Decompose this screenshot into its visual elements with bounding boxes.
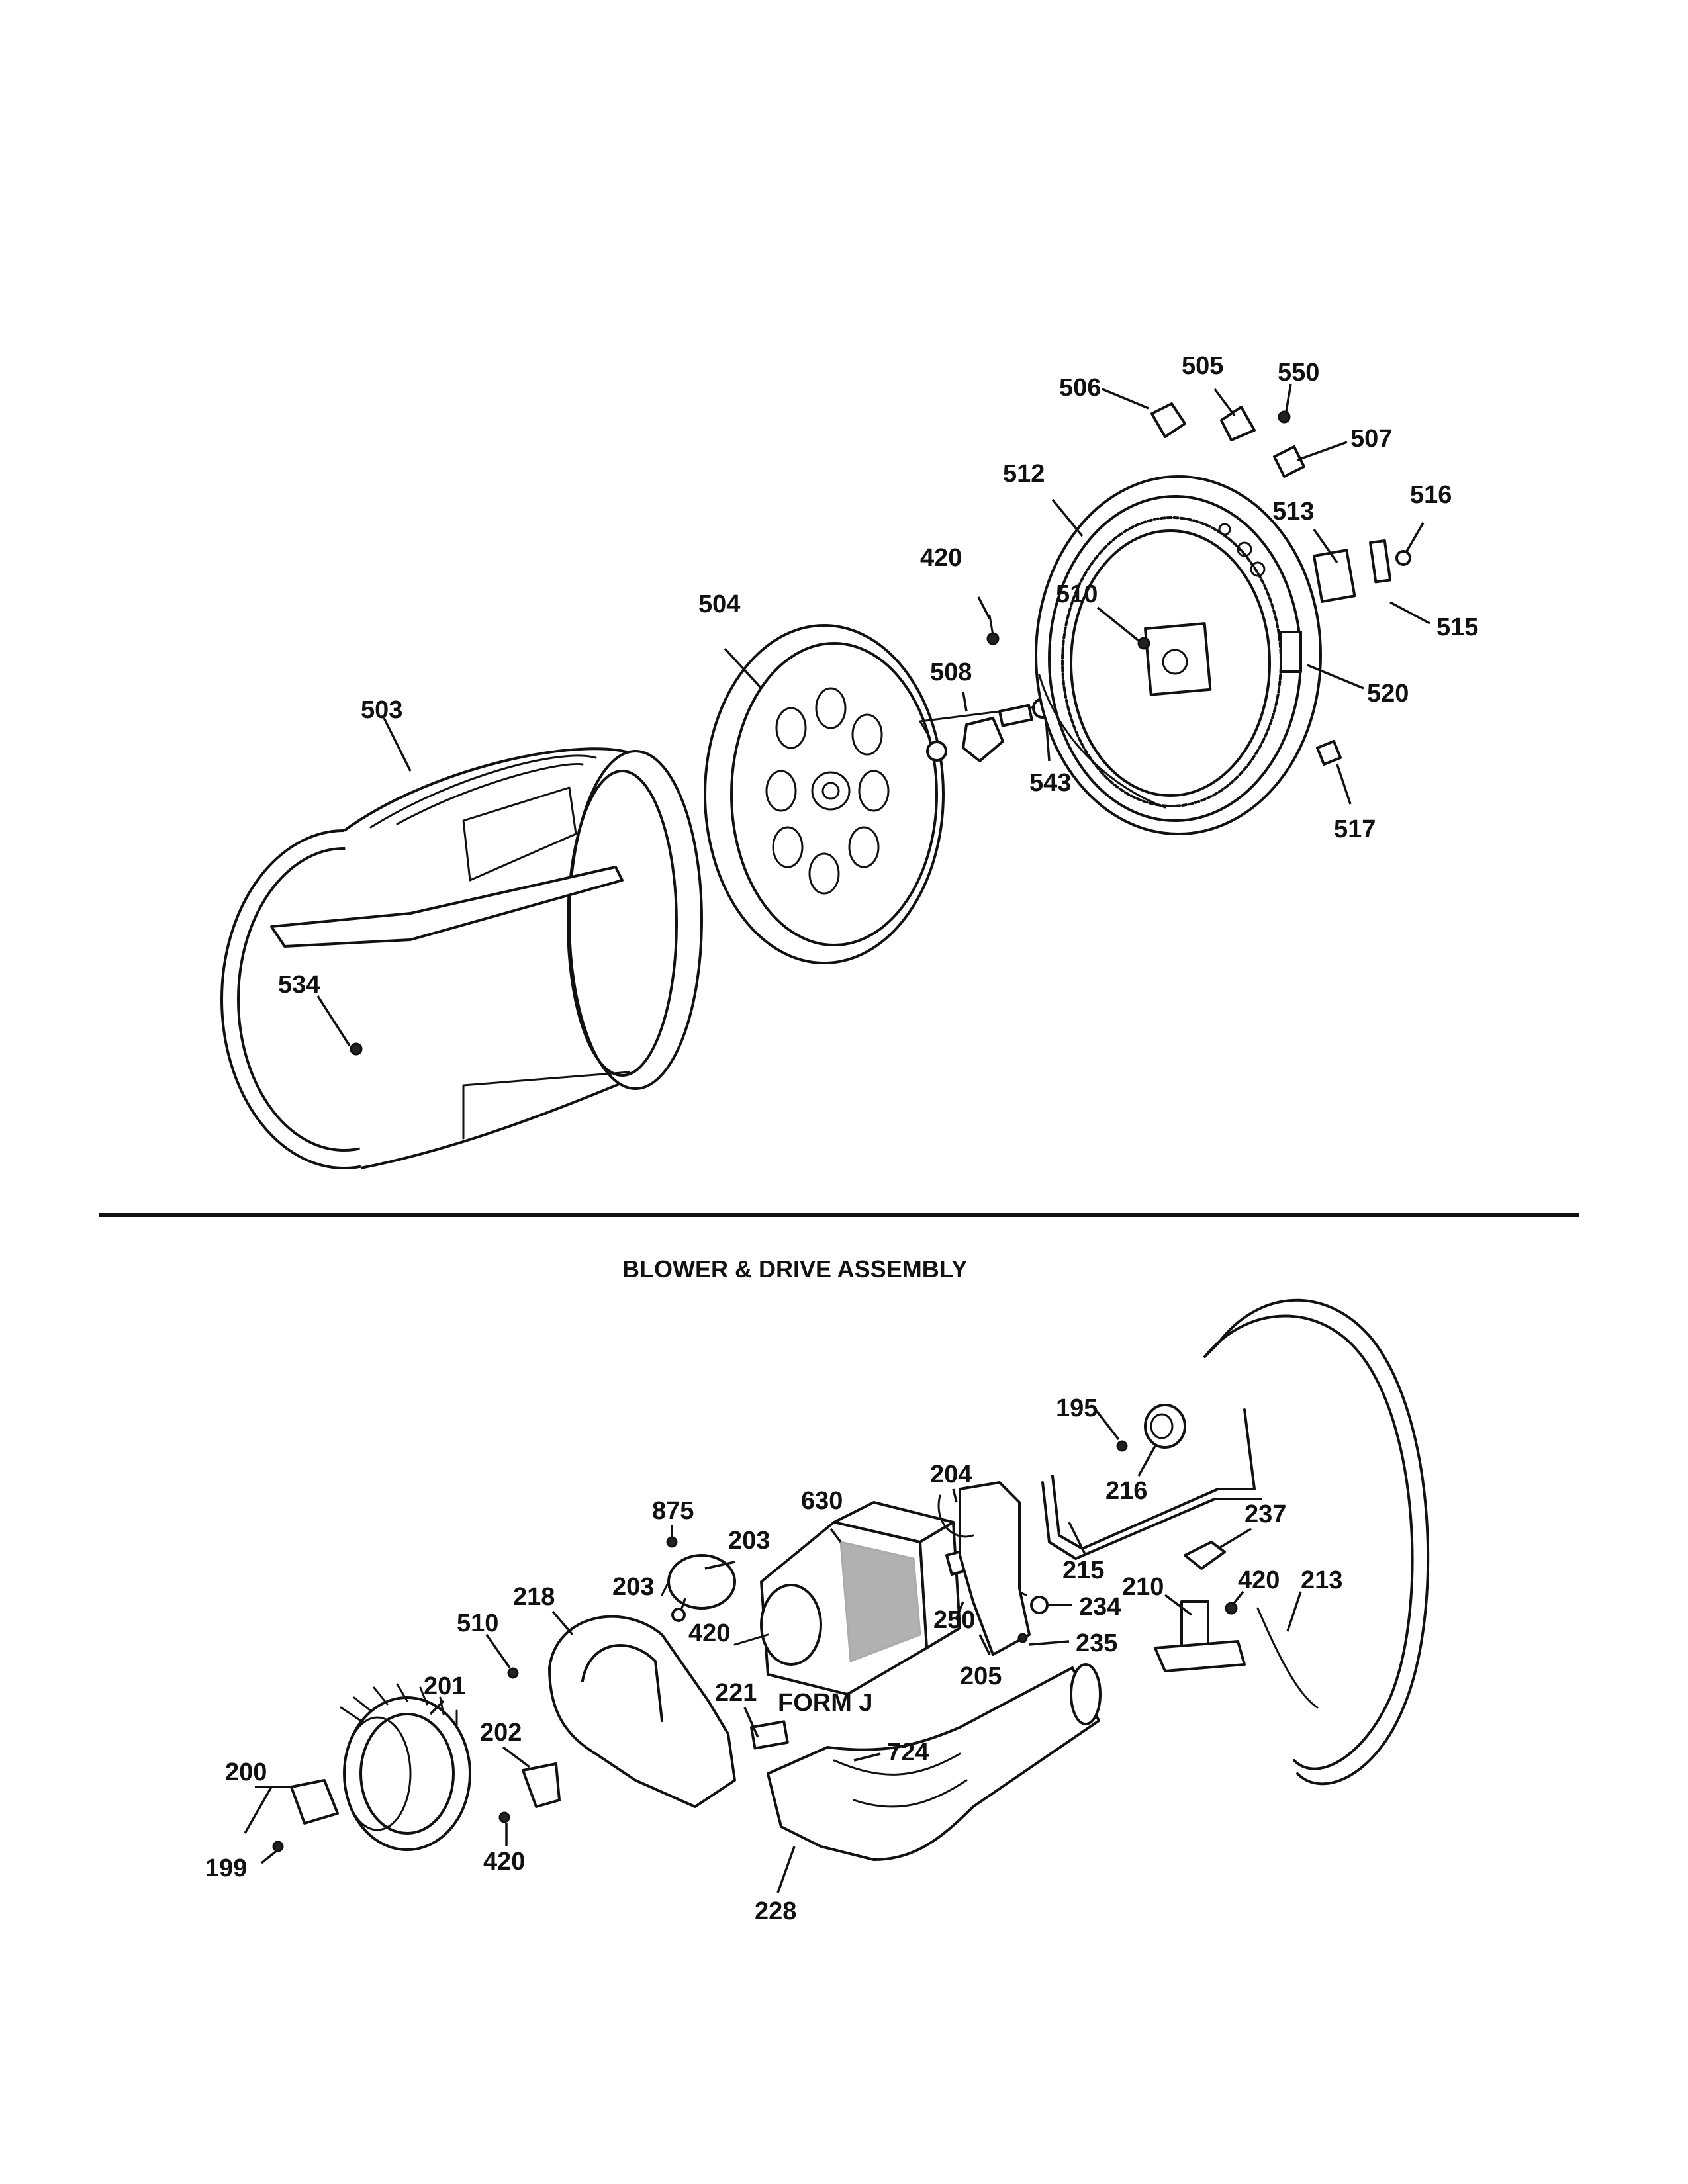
- part-label-543: 543: [1029, 769, 1071, 797]
- part-label-235: 235: [1076, 1629, 1117, 1657]
- part-label-215: 215: [1062, 1557, 1104, 1584]
- form-label: FORM J: [778, 1689, 873, 1717]
- part-label-213: 213: [1301, 1567, 1342, 1594]
- motor-icon: [733, 1501, 1027, 1696]
- part-label-510-lower: 510: [457, 1610, 498, 1637]
- part-label-210: 210: [1122, 1573, 1164, 1601]
- part-label-200: 200: [225, 1758, 267, 1786]
- part-label-228: 228: [755, 1897, 796, 1925]
- part-label-203-upper: 203: [728, 1527, 770, 1555]
- section-divider: [99, 1213, 1579, 1217]
- part-label-420-motor: 420: [688, 1619, 730, 1647]
- part-label-199: 199: [205, 1854, 247, 1882]
- section-title: BLOWER & DRIVE ASSEMBLY: [622, 1255, 967, 1283]
- part-label-195: 195: [1056, 1394, 1098, 1422]
- part-label-202: 202: [480, 1719, 522, 1747]
- part-label-534: 534: [278, 971, 320, 999]
- part-label-520: 520: [1367, 680, 1409, 707]
- part-label-234: 234: [1079, 1593, 1121, 1621]
- part-label-512: 512: [1003, 460, 1045, 488]
- part-label-201: 201: [424, 1672, 465, 1700]
- idler-pulley-icon: [1041, 1404, 1262, 1560]
- part-label-508: 508: [930, 659, 972, 686]
- part-label-504: 504: [698, 590, 740, 618]
- part-label-505: 505: [1182, 352, 1223, 380]
- rear-hardware-icon: [350, 402, 1411, 1056]
- part-label-550: 550: [1278, 359, 1319, 387]
- lower-part-labels: 195 216 204 630 875 237 203 203 215 210 …: [205, 1394, 1342, 1925]
- part-label-510-upper: 510: [1056, 580, 1098, 608]
- part-label-503: 503: [361, 696, 402, 724]
- part-label-420-idler: 420: [1238, 1567, 1280, 1594]
- part-label-516: 516: [1410, 481, 1452, 509]
- blower-housing-icon: [548, 1615, 736, 1808]
- part-label-250: 250: [933, 1606, 975, 1634]
- drive-belt-icon: [1203, 1298, 1430, 1786]
- part-label-630: 630: [801, 1487, 843, 1515]
- motor-clamp-icon: [661, 1536, 736, 1622]
- part-label-724: 724: [887, 1739, 929, 1766]
- part-label-875: 875: [652, 1497, 694, 1525]
- upper-part-labels: 506 505 550 507 512 513 516 420 510 515 …: [278, 352, 1478, 999]
- motor-bracket-icon: [937, 1481, 1049, 1656]
- part-label-517: 517: [1334, 815, 1376, 843]
- blower-small-parts-icon: [272, 1667, 847, 1852]
- idler-bracket-icon: [1154, 1541, 1246, 1672]
- part-label-237: 237: [1244, 1500, 1286, 1528]
- part-label-420-blower: 420: [483, 1848, 525, 1876]
- exhaust-duct-icon: [767, 1663, 1102, 1861]
- drum-icon: [220, 747, 703, 1169]
- part-label-205: 205: [960, 1662, 1002, 1690]
- part-label-218: 218: [513, 1583, 555, 1611]
- part-label-204: 204: [930, 1461, 972, 1488]
- part-label-506: 506: [1059, 374, 1101, 402]
- part-label-203-lower: 203: [612, 1573, 654, 1601]
- upper-leader-lines: [316, 383, 1430, 1046]
- part-label-216: 216: [1105, 1477, 1147, 1505]
- blower-wheel-icon: [340, 1683, 471, 1851]
- part-label-221: 221: [715, 1679, 757, 1707]
- part-label-515: 515: [1436, 614, 1478, 641]
- part-label-513: 513: [1272, 498, 1314, 525]
- front-baffle-icon: [704, 624, 945, 964]
- part-label-507: 507: [1350, 425, 1392, 453]
- rear-drum-head-icon: [1035, 475, 1322, 835]
- lower-leader-lines: [244, 1408, 1302, 1893]
- part-label-420-upper: 420: [920, 544, 962, 572]
